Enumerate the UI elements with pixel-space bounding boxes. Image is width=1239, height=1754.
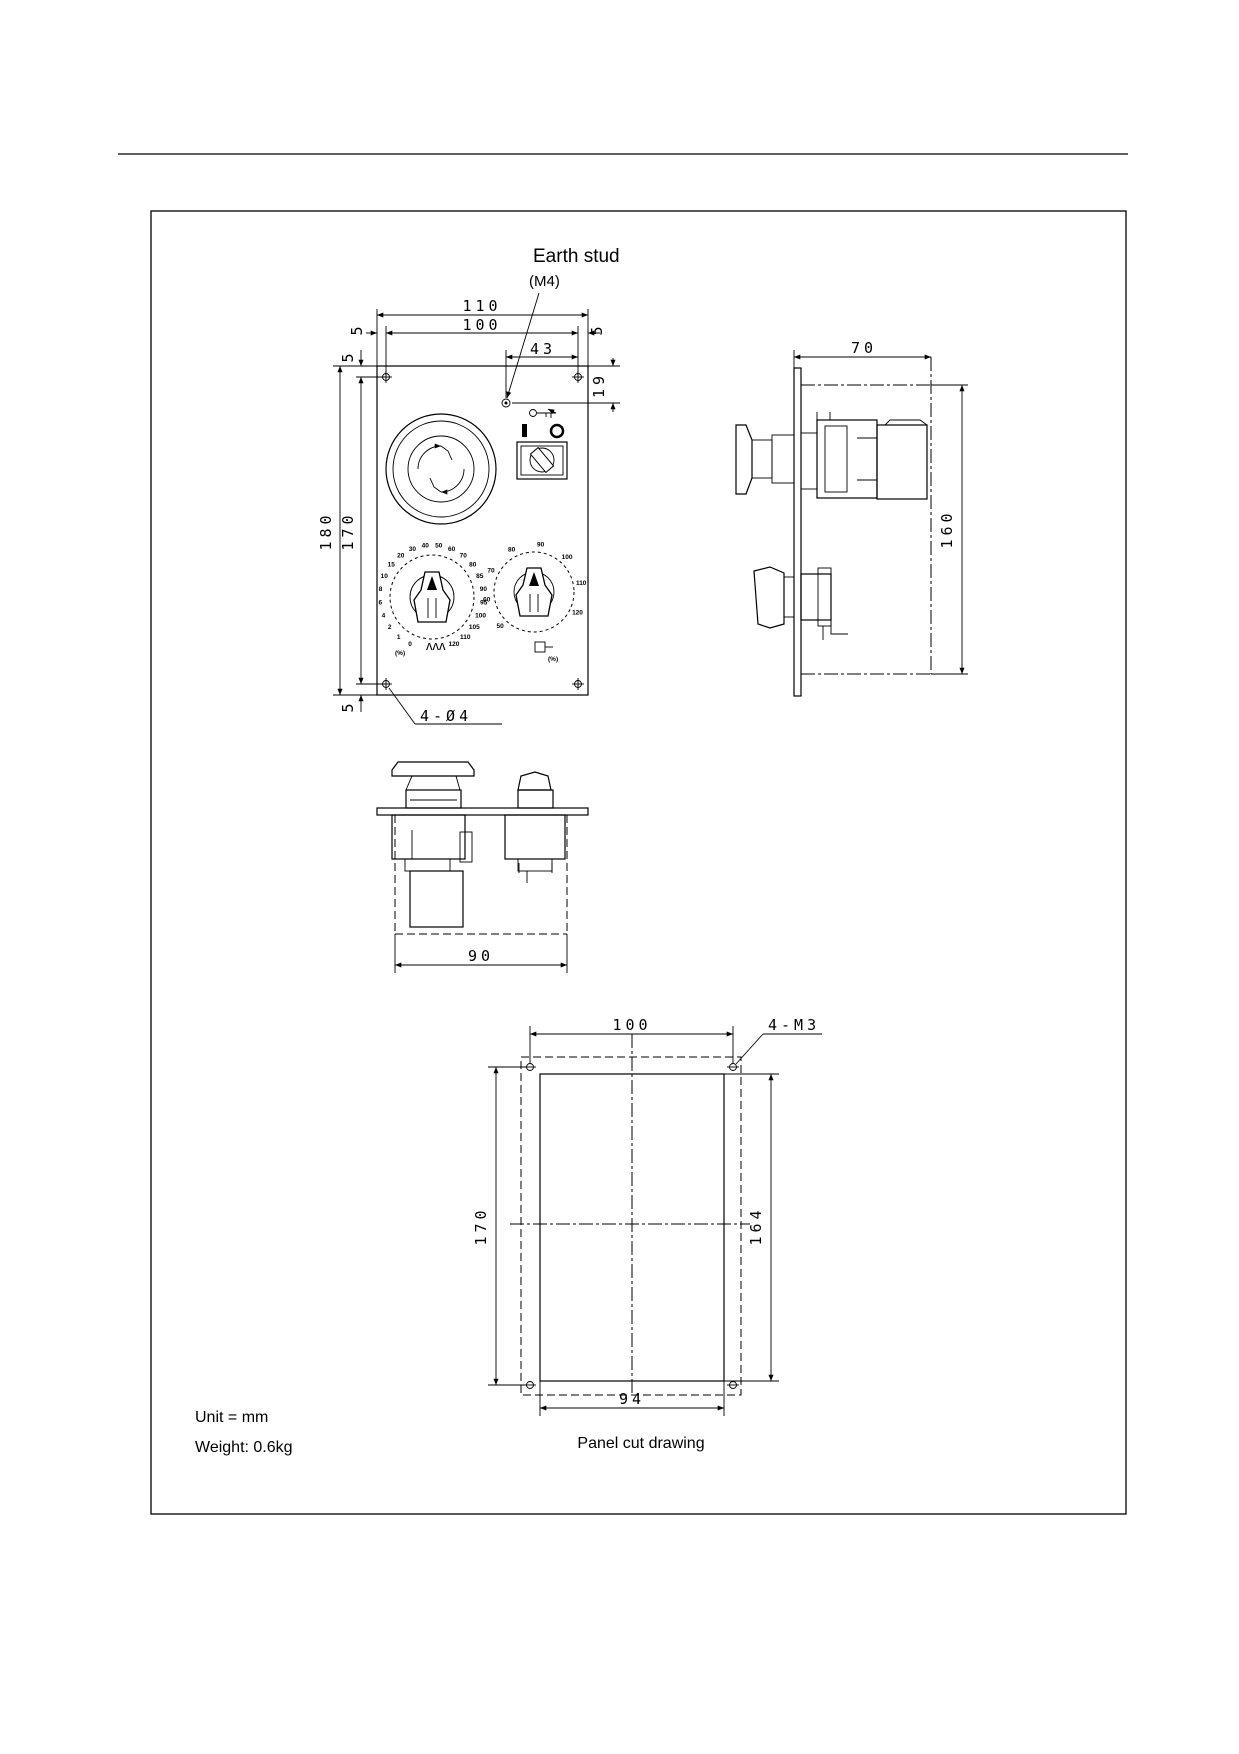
dim-side-depth: 70 xyxy=(851,339,877,357)
panel-cut-caption: Panel cut drawing xyxy=(577,1435,704,1452)
dial-left-tick-label: 100 xyxy=(475,612,486,619)
dial-right-unit: (%) xyxy=(548,656,558,663)
dim-front-edge-bottom: 5 xyxy=(339,699,357,712)
dial-left-tick-label: 4 xyxy=(382,612,386,619)
dial-left-tick-label: 30 xyxy=(409,546,417,553)
dial-left-tick-label: 105 xyxy=(469,624,480,631)
dial-right-tick-label: 110 xyxy=(576,580,587,587)
dim-front-edge-left: 5 xyxy=(348,322,366,335)
unit-note: Unit = mm xyxy=(195,1409,268,1426)
dial-right-tick-label: 80 xyxy=(508,547,516,554)
dial-right-tick-label: 70 xyxy=(487,568,495,575)
key-switch-bottom-icon xyxy=(504,771,566,883)
dial-right-tick-label: 50 xyxy=(496,623,504,630)
dim-front-earth-stud-x: 43 xyxy=(530,340,556,358)
side-view: 70 160 xyxy=(735,339,968,697)
dial-right-scale: 50 60 70 80 90 100 110 120 xyxy=(483,542,587,630)
emergency-stop-bottom-icon xyxy=(391,761,475,928)
dim-cut-hole-pitch-height: 170 xyxy=(472,1206,490,1245)
svg-text:ʌʌʌ: ʌʌʌ xyxy=(426,638,446,653)
panel-outline xyxy=(520,1056,742,1396)
dial-left-tick-label: 80 xyxy=(469,562,477,569)
dim-front-overall-height: 180 xyxy=(317,511,335,550)
earth-stud-label: Earth stud xyxy=(533,246,620,267)
mount-holes-label: 4-Ø4 xyxy=(420,707,472,725)
dial-left-tick-label: 0 xyxy=(408,641,412,648)
dial-left-tick-label: 15 xyxy=(388,562,396,569)
dial-left-tick-label: 60 xyxy=(448,546,456,553)
dim-cut-width: 94 xyxy=(619,1390,645,1408)
dim-bottom-width: 90 xyxy=(468,947,494,965)
dial-left-unit: (%) xyxy=(395,650,405,657)
dial-right-tick-label: 90 xyxy=(537,542,545,549)
dial-left-tick-label: 120 xyxy=(449,641,460,648)
dial-right-tick-label: 100 xyxy=(562,554,573,561)
panel-cut-view: 100 4-M3 94 170 164 Panel cut drawing xyxy=(472,1016,822,1452)
dial-right-tick-label: 60 xyxy=(483,597,491,604)
front-plate xyxy=(376,365,589,696)
dial-left-tick-label: 8 xyxy=(379,586,383,593)
dim-front-edge-top: 5 xyxy=(339,349,357,362)
bottom-panel xyxy=(376,807,589,816)
dial-left-tick-label: 90 xyxy=(480,586,488,593)
side-panel xyxy=(793,367,802,697)
left-dial-icon: ʌʌʌ xyxy=(389,554,475,653)
dim-front-edge-right: 5 xyxy=(588,322,606,335)
dial-right-tick-label: 120 xyxy=(572,609,583,616)
weight-note: Weight: 0.6kg xyxy=(195,1439,293,1456)
dim-front-overall-width: 110 xyxy=(462,297,501,315)
right-dial-icon xyxy=(493,551,575,653)
dial-left-tick-label: 50 xyxy=(435,542,443,549)
dim-cut-hole-pitch-width: 100 xyxy=(612,1016,651,1034)
dial-left-tick-label: 6 xyxy=(378,599,382,606)
dim-front-hole-pitch-height: 170 xyxy=(339,511,357,550)
drawing-frame xyxy=(150,210,1127,1515)
emergency-stop-side-icon xyxy=(735,412,928,500)
bottom-view: 90 xyxy=(376,761,589,973)
dial-left-tick-label: 85 xyxy=(476,573,484,580)
dial-left-tick-label: 110 xyxy=(460,634,471,641)
dial-left-tick-label: 20 xyxy=(397,552,405,559)
dial-left-tick-label: 1 xyxy=(397,634,401,641)
dial-left-tick-label: 95 xyxy=(480,599,488,606)
dim-front-hole-pitch-width: 100 xyxy=(462,316,501,334)
dial-left-tick-label: 2 xyxy=(388,624,392,631)
dial-left-tick-label: 70 xyxy=(460,552,468,559)
dim-cut-height: 164 xyxy=(747,1206,765,1245)
tapped-hole xyxy=(727,1063,739,1071)
dim-front-earth-stud-y: 19 xyxy=(590,372,608,398)
dial-left-tick-label: 40 xyxy=(422,542,430,549)
key-switch-side-icon xyxy=(753,566,848,640)
tapped-hole xyxy=(727,1381,739,1389)
earth-stud-icon xyxy=(501,398,511,408)
dim-side-height: 160 xyxy=(938,509,956,548)
key-switch-icon xyxy=(516,408,568,480)
tapped-holes-label: 4-M3 xyxy=(768,1016,820,1034)
mount-hole xyxy=(572,678,584,690)
emergency-stop-icon xyxy=(385,413,497,525)
earth-stud-size-label: (M4) xyxy=(529,273,560,290)
dial-left-tick-label: 10 xyxy=(381,573,389,580)
